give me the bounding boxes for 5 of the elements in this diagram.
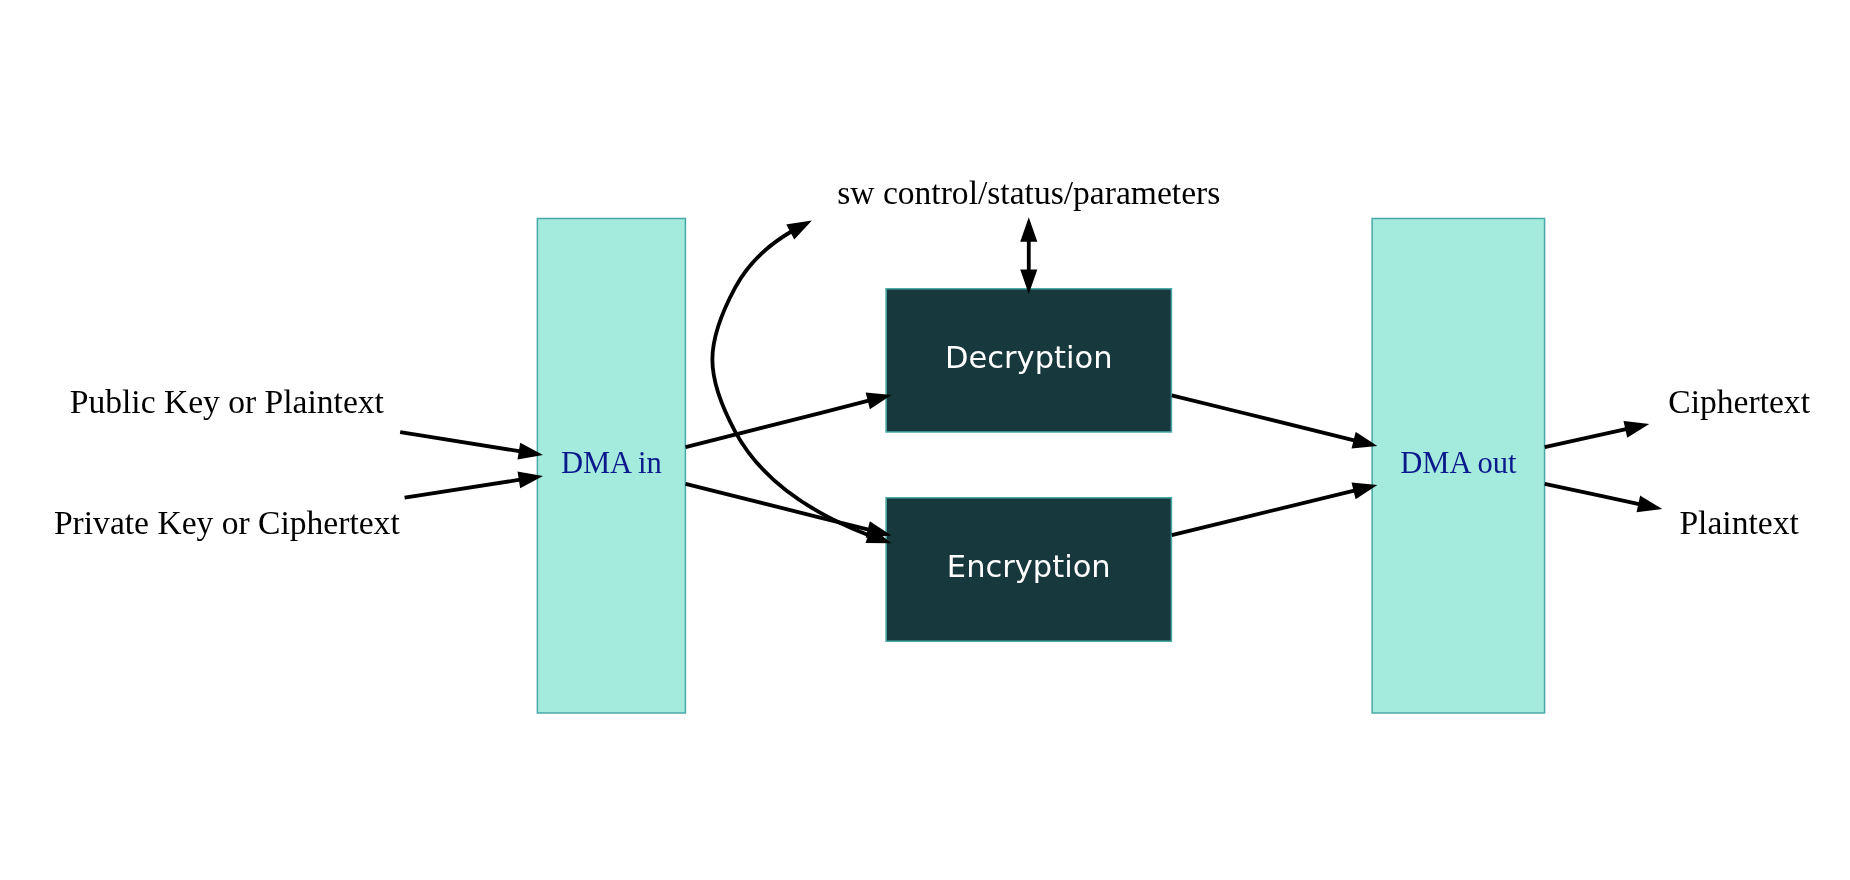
node-text: Plaintext <box>1679 503 1799 541</box>
node-text: Private Key or Ciphertext <box>53 503 400 541</box>
node-text: Public Key or Plaintext <box>69 382 384 420</box>
node-text: sw control/status/parameters <box>837 173 1221 211</box>
node-text: Ciphertext <box>1668 382 1810 420</box>
